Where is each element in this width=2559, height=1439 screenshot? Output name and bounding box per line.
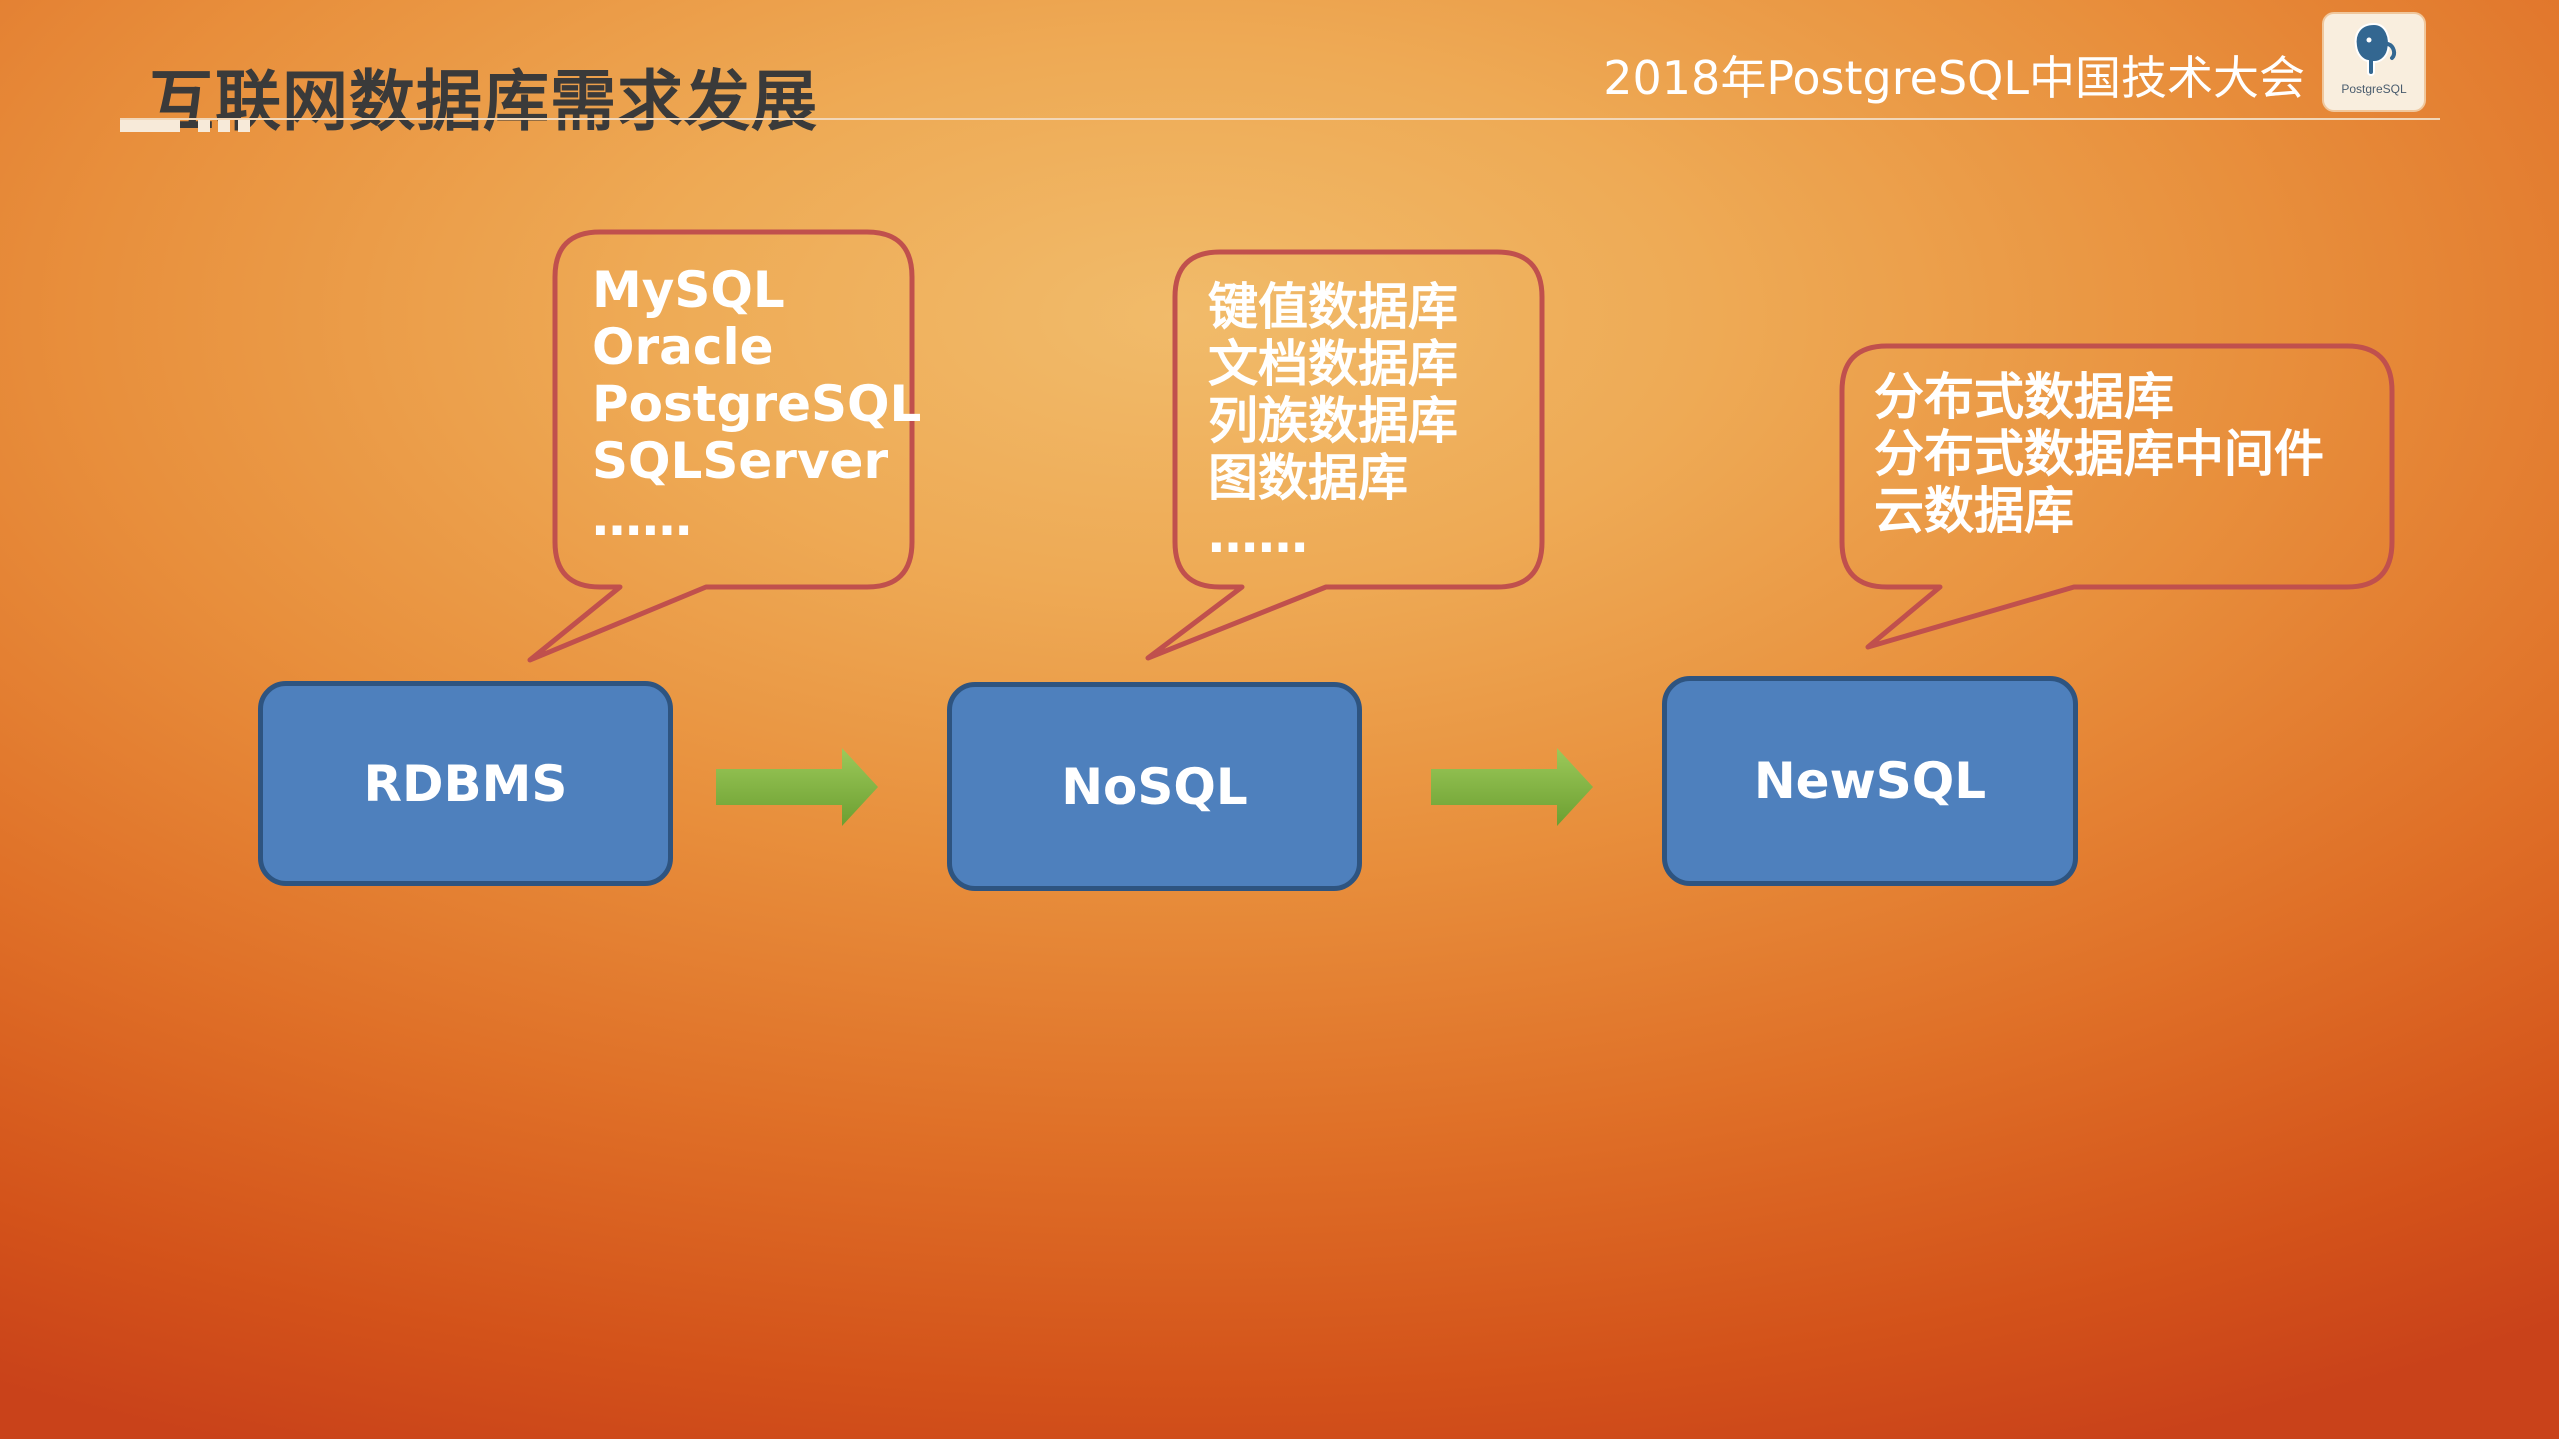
list-item: 文档数据库 xyxy=(1208,335,1458,393)
conference-name: 2018年PostgreSQL中国技术大会 xyxy=(1603,51,2305,105)
list-item: …… xyxy=(1208,506,1308,564)
elephant-icon xyxy=(2354,22,2397,76)
title-underline-dash xyxy=(218,118,230,132)
list-item: 图数据库 xyxy=(1208,449,1408,507)
postgresql-logo: PostgreSQL xyxy=(2322,12,2426,112)
node-nosql: NoSQL xyxy=(947,682,1362,891)
bubble-newsql-list: 分布式数据库 分布式数据库中间件 云数据库 xyxy=(1874,369,2324,540)
list-item: Oracle xyxy=(592,318,774,376)
arrow-right-icon xyxy=(1431,748,1593,826)
bubble-newsql xyxy=(1839,343,2395,650)
list-item: MySQL xyxy=(592,261,785,319)
list-item: 列族数据库 xyxy=(1208,392,1458,450)
title-underline-bar xyxy=(120,118,180,132)
node-rdbms: RDBMS xyxy=(258,681,673,886)
bubble-rdbms xyxy=(527,229,915,663)
node-newsql: NewSQL xyxy=(1662,676,2078,886)
header-divider xyxy=(120,118,2440,120)
list-item: SQLServer xyxy=(592,432,889,490)
logo-label: PostgreSQL xyxy=(2341,82,2407,96)
title-underline-dash xyxy=(198,118,210,132)
bubble-nosql xyxy=(1145,249,1545,661)
list-item: 分布式数据库 xyxy=(1874,368,2174,426)
bubble-rdbms-list: MySQL Oracle PostgreSQL SQLServer …… xyxy=(592,262,921,547)
list-item: …… xyxy=(592,489,692,547)
list-item: 云数据库 xyxy=(1874,482,2074,540)
slide-title: 互联网数据库需求发展 xyxy=(148,63,818,140)
list-item: PostgreSQL xyxy=(592,375,922,433)
bubble-nosql-list: 键值数据库 文档数据库 列族数据库 图数据库 …… xyxy=(1208,279,1458,564)
arrow-right-icon xyxy=(716,748,878,826)
title-underline-dash xyxy=(238,118,250,132)
list-item: 键值数据库 xyxy=(1208,278,1458,336)
list-item: 分布式数据库中间件 xyxy=(1874,425,2324,483)
